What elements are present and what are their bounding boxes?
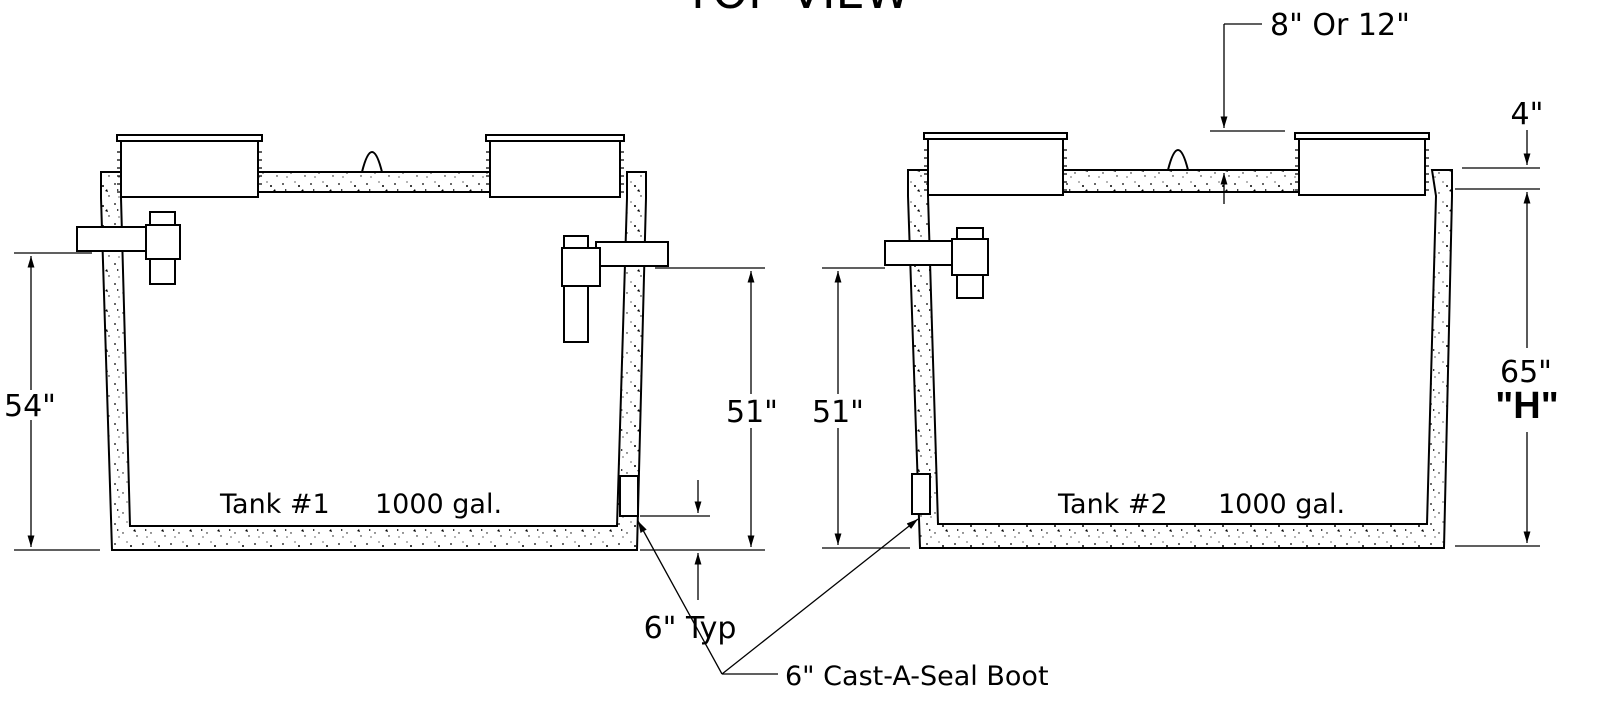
tank-1-outlet-tee xyxy=(561,235,669,343)
tank-1-label: Tank #1 xyxy=(219,489,330,520)
tank-1-capacity: 1000 gal. xyxy=(375,489,502,520)
tank-2-shell xyxy=(907,169,1453,549)
tank-1-boot xyxy=(619,475,639,517)
svg-text:51": 51" xyxy=(812,395,864,430)
tank-2-label: Tank #2 xyxy=(1057,489,1168,520)
tank-2-capacity: 1000 gal. xyxy=(1218,489,1345,520)
tank-2-lid xyxy=(1062,169,1300,193)
dim-tank-2-inlet-height: 51" xyxy=(812,267,910,549)
tank-2: Tank #2 1000 gal. xyxy=(884,132,1453,549)
svg-text:6" Cast-A-Seal Boot: 6" Cast-A-Seal Boot xyxy=(785,661,1049,692)
tank-1: Tank #1 1000 gal. xyxy=(76,134,669,551)
tank-2-inlet-tee xyxy=(884,227,989,299)
svg-text:54": 54" xyxy=(4,389,56,424)
dim-tank-1-inlet-height: 54" xyxy=(4,252,100,551)
tank-2-boot xyxy=(911,473,931,515)
dim-lid-thickness: 4" xyxy=(1462,97,1544,169)
svg-text:8" Or 12": 8" Or 12" xyxy=(1270,8,1410,43)
tank-2-riser-left xyxy=(923,132,1068,196)
tank-2-lift-handle xyxy=(1167,149,1189,171)
callout-boot: 6" Cast-A-Seal Boot xyxy=(637,518,1049,692)
dim-tank-2-total-height: 65" "H" xyxy=(1455,188,1559,547)
tank-1-inlet-tee xyxy=(76,211,181,285)
view-title: TOP VIEW xyxy=(683,0,910,19)
svg-text:51": 51" xyxy=(726,395,778,430)
tank-1-riser-left xyxy=(116,134,263,198)
dim-boot-offset: 6" Typ xyxy=(640,480,736,646)
svg-text:65": 65" xyxy=(1500,355,1552,390)
tank-2-riser-right xyxy=(1294,132,1430,196)
dim-riser-height: 8" Or 12" xyxy=(1210,8,1410,204)
dim-tank-1-outlet-height: 51" xyxy=(640,267,778,551)
tank-1-shell xyxy=(100,171,647,551)
svg-text:4": 4" xyxy=(1511,97,1544,132)
tank-1-lift-handle xyxy=(361,151,383,173)
tank-1-lid xyxy=(257,171,491,193)
tank-1-riser-right xyxy=(485,134,625,198)
svg-text:"H": "H" xyxy=(1495,385,1558,427)
